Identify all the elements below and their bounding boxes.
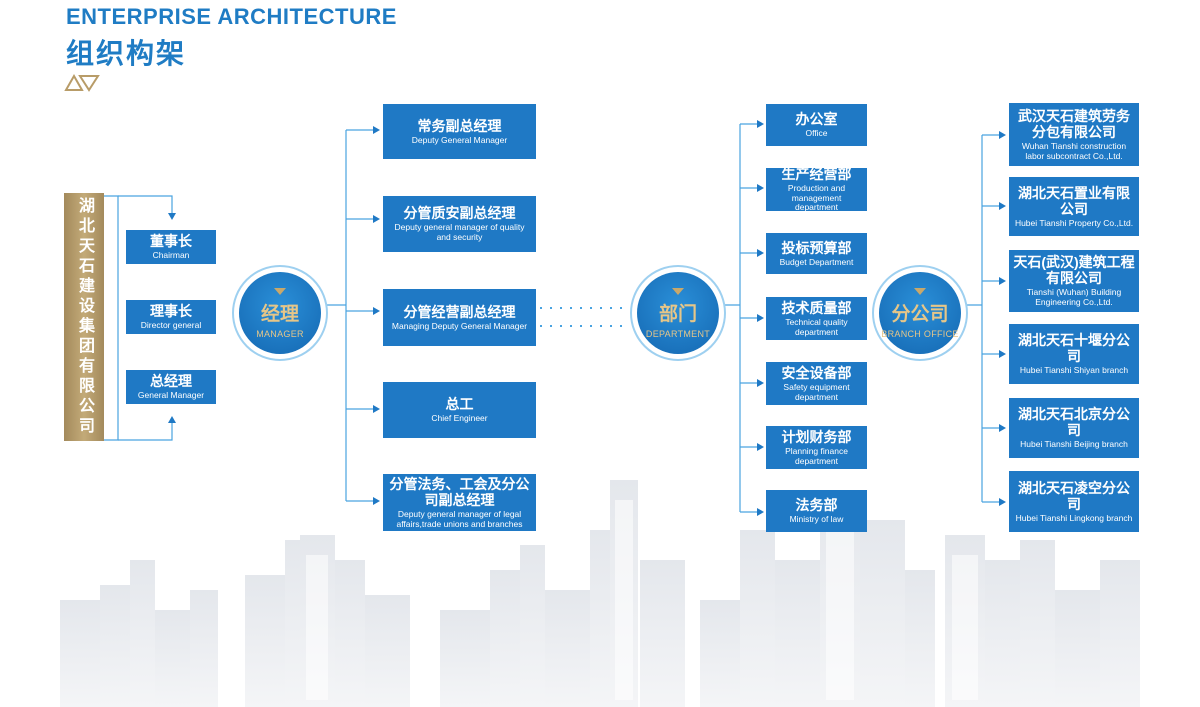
box-label-cn: 生产经营部 — [781, 165, 852, 182]
general-manager-box[interactable]: 总经理 General Manager — [126, 370, 216, 404]
manager-box[interactable]: 分管法务、工会及分公司副总经理 Deputy general manager o… — [383, 474, 536, 531]
branch-box[interactable]: 湖北天石十堰分公司 Hubei Tianshi Shiyan branch — [1009, 324, 1139, 384]
box-label-en: Hubei Tianshi Shiyan branch — [1019, 365, 1129, 376]
department-box[interactable]: 生产经营部 Production and management departme… — [766, 165, 867, 213]
box-label-en: Production and management department — [787, 182, 846, 213]
box-label-cn: 天石(武汉)建筑工程有限公司 — [1013, 254, 1135, 287]
brand-logo-icon — [64, 73, 100, 92]
box-label-cn: 湖北天石凌空分公司 — [1018, 479, 1130, 512]
department-box[interactable]: 安全设备部 Safety equipment department — [766, 362, 867, 405]
box-label-en: General Manager — [137, 390, 205, 401]
box-label-en: Deputy general manager of legal affairs,… — [396, 508, 523, 529]
department-box[interactable]: 投标预算部 Budget Department — [766, 233, 867, 274]
box-label-cn: 计划财务部 — [781, 428, 852, 445]
department-box[interactable]: 技术质量部 Technical quality department — [766, 297, 867, 340]
manager-hub[interactable]: 经理 MANAGER — [232, 265, 328, 361]
header-title-cn: 组织构架 — [66, 38, 187, 69]
box-label-cn: 常务副总经理 — [417, 117, 502, 134]
box-label-en: Chief Engineer — [431, 413, 488, 424]
box-label-en: Hubei Tianshi Property Co.,Ltd. — [1014, 217, 1134, 228]
box-label-en: Deputy General Manager — [411, 134, 508, 145]
box-label-cn: 董事长 — [150, 233, 192, 250]
triangle-down-icon — [672, 287, 684, 295]
box-label-cn: 湖北天石北京分公司 — [1018, 406, 1130, 439]
box-label-cn: 安全设备部 — [781, 364, 852, 381]
box-label-cn: 分管经营副总经理 — [403, 303, 516, 320]
box-label-en: Tianshi (Wuhan) Building Engineering Co.… — [1026, 287, 1122, 308]
hub-label-cn: 经理 — [260, 303, 299, 325]
box-label-cn: 总经理 — [150, 373, 192, 390]
box-label-cn: 湖北天石十堰分公司 — [1018, 332, 1130, 365]
triangle-down-icon — [914, 287, 926, 295]
department-hub[interactable]: 部门 DEPARTMENT — [630, 265, 726, 361]
branch-box[interactable]: 武汉天石建筑劳务分包有限公司 Wuhan Tianshi constructio… — [1009, 103, 1139, 166]
box-label-cn: 法务部 — [795, 497, 838, 514]
director-general-box[interactable]: 理事长 Director general — [126, 300, 216, 334]
box-label-cn: 分管质安副总经理 — [403, 205, 516, 222]
box-label-en: Planning finance department — [785, 445, 848, 466]
branch-box[interactable]: 天石(武汉)建筑工程有限公司 Tianshi (Wuhan) Building … — [1009, 250, 1139, 312]
box-label-en: Ministry of law — [789, 514, 844, 525]
box-label-en: Director general — [140, 320, 202, 331]
box-label-cn: 投标预算部 — [781, 239, 852, 256]
box-label-en: Managing Deputy General Manager — [391, 320, 528, 331]
hub-label-en: MANAGER — [256, 328, 304, 339]
department-box[interactable]: 办公室 Office — [766, 104, 867, 146]
department-box[interactable]: 法务部 Ministry of law — [766, 490, 867, 532]
box-label-en: Budget Department — [779, 256, 854, 267]
box-label-cn: 理事长 — [150, 303, 192, 320]
manager-box[interactable]: 分管经营副总经理 Managing Deputy General Manager — [383, 289, 536, 346]
hub-label-cn: 部门 — [658, 303, 697, 325]
box-label-cn: 湖北天石置业有限公司 — [1018, 184, 1130, 217]
box-label-en: Hubei Tianshi Beijing branch — [1020, 439, 1128, 450]
box-label-cn: 办公室 — [795, 111, 838, 128]
box-label-en: Chairman — [152, 250, 190, 261]
box-label-en: Office — [805, 128, 828, 139]
hub-label-en: DEPARTMENT — [645, 328, 711, 339]
header-title-en: ENTERPRISE ARCHITECTURE — [66, 4, 397, 29]
hub-label-en: BRANCH OFFICE — [881, 328, 959, 339]
manager-box[interactable]: 分管质安副总经理 Deputy general manager of quali… — [383, 196, 536, 252]
branch-box[interactable]: 湖北天石北京分公司 Hubei Tianshi Beijing branch — [1009, 398, 1139, 458]
triangle-down-icon — [274, 287, 286, 295]
company-name: 湖北天石建设集团有限公司 — [76, 197, 93, 437]
manager-box[interactable]: 总工 Chief Engineer — [383, 382, 536, 438]
chairman-box[interactable]: 董事长 Chairman — [126, 230, 216, 264]
manager-box[interactable]: 常务副总经理 Deputy General Manager — [383, 104, 536, 159]
branch-office-hub[interactable]: 分公司 BRANCH OFFICE — [872, 265, 968, 361]
box-label-cn: 分管法务、工会及分公司副总经理 — [389, 475, 530, 508]
branch-box[interactable]: 湖北天石置业有限公司 Hubei Tianshi Property Co.,Lt… — [1009, 177, 1139, 236]
company-name-bar: 湖北天石建设集团有限公司 — [64, 193, 104, 441]
box-label-en: Technical quality department — [785, 316, 848, 337]
department-box[interactable]: 计划财务部 Planning finance department — [766, 426, 867, 469]
box-label-cn: 武汉天石建筑劳务分包有限公司 — [1018, 107, 1130, 140]
hub-label-cn: 分公司 — [891, 303, 949, 325]
branch-box[interactable]: 湖北天石凌空分公司 Hubei Tianshi Lingkong branch — [1009, 471, 1139, 532]
box-label-en: Safety equipment department — [783, 381, 850, 402]
box-label-en: Deputy general manager of quality and se… — [394, 222, 525, 243]
box-label-en: Wuhan Tianshi construction labor subcont… — [1021, 140, 1127, 161]
box-label-cn: 总工 — [445, 396, 474, 413]
box-label-cn: 技术质量部 — [781, 299, 852, 316]
box-label-en: Hubei Tianshi Lingkong branch — [1015, 512, 1133, 523]
